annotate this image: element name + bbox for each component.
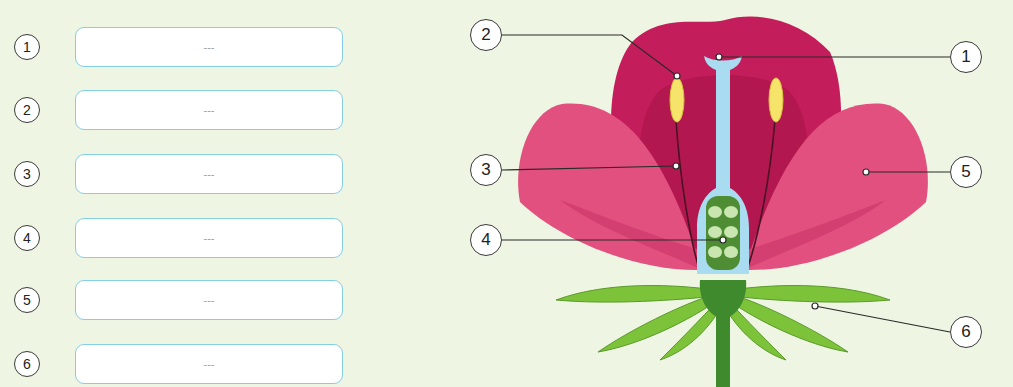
callout-number: 4 [470, 224, 502, 256]
placeholder-text: --- [204, 294, 215, 306]
callout-number: 3 [470, 154, 502, 186]
answer-box: --- [75, 218, 343, 258]
callout-number: 3 [14, 161, 40, 187]
number-text: 3 [481, 160, 490, 180]
number-text: 6 [961, 322, 970, 342]
leader-dots [673, 54, 869, 309]
answer-box: --- [75, 344, 343, 384]
anther [670, 78, 684, 122]
number-text: 5 [23, 292, 31, 308]
number-text: 4 [481, 230, 490, 250]
receptacle [700, 280, 746, 318]
callout-number: 1 [950, 41, 982, 73]
petal [744, 104, 928, 271]
number-text: 6 [23, 356, 31, 372]
petal-shade [744, 200, 886, 270]
callout-number: 6 [14, 351, 40, 377]
petal [518, 104, 702, 271]
callout-number: 5 [950, 156, 982, 188]
filament [746, 120, 775, 272]
number-text: 1 [23, 39, 31, 55]
leader-lines [502, 35, 950, 332]
answer-box: --- [75, 154, 343, 194]
number-text: 2 [23, 102, 31, 118]
callout-number: 4 [14, 225, 40, 251]
number-text: 5 [961, 162, 970, 182]
callout-number: 6 [950, 316, 982, 348]
ovary-inner [706, 196, 740, 270]
anther [769, 78, 783, 122]
placeholder-text: --- [204, 104, 215, 116]
callout-number: 2 [470, 19, 502, 51]
answer-box: --- [75, 280, 343, 320]
answer-box: --- [75, 27, 343, 67]
number-text: 4 [23, 230, 31, 246]
petal-shade [560, 200, 702, 270]
pistil [697, 56, 749, 274]
placeholder-text: --- [204, 168, 215, 180]
number-text: 3 [23, 166, 31, 182]
filament [676, 120, 700, 272]
number-text: 1 [961, 47, 970, 67]
placeholder-text: --- [204, 358, 215, 370]
answer-box: --- [75, 90, 343, 130]
callout-number: 5 [14, 287, 40, 313]
callout-number: 1 [14, 34, 40, 60]
ovules [708, 206, 738, 258]
callout-number: 2 [14, 97, 40, 123]
placeholder-text: --- [204, 232, 215, 244]
number-text: 2 [481, 25, 490, 45]
placeholder-text: --- [204, 41, 215, 53]
